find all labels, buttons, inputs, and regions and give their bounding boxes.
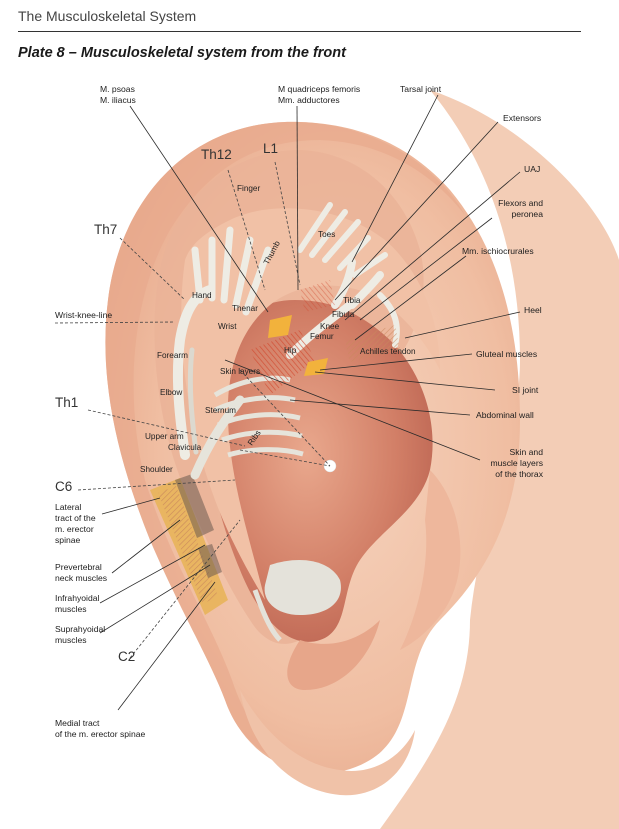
label-lateral-tract-line2: tract of the xyxy=(55,513,96,523)
face-skin xyxy=(380,90,619,829)
page-header: The Musculoskeletal System xyxy=(18,8,197,24)
segment-th7: Th7 xyxy=(94,222,118,237)
label-lateral-tract-line1: Lateral xyxy=(55,502,82,512)
inner-fibula: Fibula xyxy=(332,310,355,319)
ear-lobe xyxy=(240,690,415,796)
label-lateral-tract: Lateral tract of the m. erector spinae xyxy=(55,502,96,546)
leader-lines xyxy=(99,94,521,711)
gluteal-patch xyxy=(304,358,328,376)
hand-bones xyxy=(191,226,272,316)
label-psoas-line1: M. psoas xyxy=(100,84,135,94)
inner-toes: Toes xyxy=(318,230,336,239)
label-infrahyoidal-line2: muscles xyxy=(55,604,87,614)
label-flexors: Flexors and peronea xyxy=(480,198,543,220)
inner-hip: Hip xyxy=(284,346,297,355)
label-quadriceps: M quadriceps femoris Mm. adductores xyxy=(278,84,360,106)
segment-c6: C6 xyxy=(55,479,73,494)
label-infrahyoidal-line1: Infrahyoidal xyxy=(55,593,100,603)
label-extensors: Extensors xyxy=(503,113,542,123)
label-skin-thorax-line2: muscle layers xyxy=(490,458,543,468)
label-ischiocrurales: Mm. ischiocrurales xyxy=(462,246,534,256)
label-abdominal-wall: Abdominal wall xyxy=(476,410,534,420)
segment-l1: L1 xyxy=(263,141,279,156)
label-suprahyoidal-line1: Suprahyoidal xyxy=(55,624,106,634)
psoas-muscle xyxy=(300,280,335,312)
inner-shoulder: Shoulder xyxy=(140,465,173,474)
erector-hatch xyxy=(158,486,218,604)
label-heel: Heel xyxy=(524,305,542,315)
label-lateral-tract-line3: m. erector xyxy=(55,524,94,534)
dashed-lines xyxy=(54,161,331,659)
label-suprahyoidal-line2: muscles xyxy=(55,635,87,645)
segment-th1: Th1 xyxy=(55,395,79,410)
label-tarsal-joint: Tarsal joint xyxy=(400,84,442,94)
inner-finger: Finger xyxy=(237,184,261,193)
label-gluteal: Gluteal muscles xyxy=(476,349,538,359)
label-medial-tract-line2: of the m. erector spinae xyxy=(55,729,146,739)
label-wrist-knee-line: Wrist-knee-line xyxy=(55,310,113,320)
plate-title: Plate 8 – Musculoskeletal system from th… xyxy=(18,45,346,61)
achilles-muscle xyxy=(345,325,400,362)
label-skin-thorax-line1: Skin and xyxy=(509,447,543,457)
forearm-bone xyxy=(187,347,199,455)
hyoid xyxy=(252,589,282,642)
prevertebral-muscle xyxy=(175,474,214,538)
label-medial-tract-line1: Medial tract xyxy=(55,718,100,728)
inner-sternum: Sternum xyxy=(205,406,236,415)
label-infrahyoidal: Infrahyoidal muscles xyxy=(55,593,99,615)
label-si-joint: SI joint xyxy=(512,385,539,395)
skin-layers-muscle xyxy=(250,330,315,395)
label-quadriceps-line1: M quadriceps femoris xyxy=(278,84,361,94)
label-flexors-line2: peronea xyxy=(511,209,543,219)
segment-c2: C2 xyxy=(118,649,136,664)
inner-femur: Femur xyxy=(310,332,334,341)
inner-wrist: Wrist xyxy=(218,322,237,331)
spine-bones xyxy=(190,395,245,480)
inner-achilles: Achilles tendon xyxy=(360,347,416,356)
tragus xyxy=(400,470,461,650)
antitragus xyxy=(287,620,380,690)
inner-skin-layers: Skin layers xyxy=(220,367,261,376)
label-psoas-line2: M. iliacus xyxy=(100,95,136,105)
concha xyxy=(204,300,433,642)
label-suprahyoidal: Suprahyoidal muscles xyxy=(55,624,105,646)
inner-tibia: Tibia xyxy=(343,296,361,305)
label-skin-thorax-line3: of the thorax xyxy=(495,469,543,479)
suprahyoid-muscle xyxy=(198,544,222,578)
thenar-muscle xyxy=(268,315,292,338)
label-flexors-line1: Flexors and xyxy=(498,198,543,208)
header-rule xyxy=(18,31,581,33)
segment-th12: Th12 xyxy=(201,147,232,162)
inner-thenar: Thenar xyxy=(232,304,258,313)
inner-clavicula: Clavicula xyxy=(168,443,202,452)
label-quadriceps-line2: Mm. adductores xyxy=(278,95,340,105)
label-medial-tract: Medial tract of the m. erector spinae xyxy=(55,718,145,740)
jaw-bone xyxy=(264,560,341,615)
inner-hand: Hand xyxy=(192,291,212,300)
label-prevertebral: Prevertebral neck muscles xyxy=(55,562,107,584)
label-lateral-tract-line4: spinae xyxy=(55,535,81,545)
inner-upper-arm: Upper arm xyxy=(145,432,184,441)
label-prevertebral-line2: neck muscles xyxy=(55,573,108,583)
inner-forearm: Forearm xyxy=(157,351,188,360)
inner-elbow: Elbow xyxy=(160,388,183,397)
label-uaj: UAJ xyxy=(524,164,541,174)
label-psoas: M. psoas M. iliacus xyxy=(100,84,136,106)
label-skin-thorax: Skin and muscle layers of the thorax xyxy=(470,447,543,480)
label-prevertebral-line1: Prevertebral xyxy=(55,562,102,572)
inner-knee: Knee xyxy=(320,322,340,331)
